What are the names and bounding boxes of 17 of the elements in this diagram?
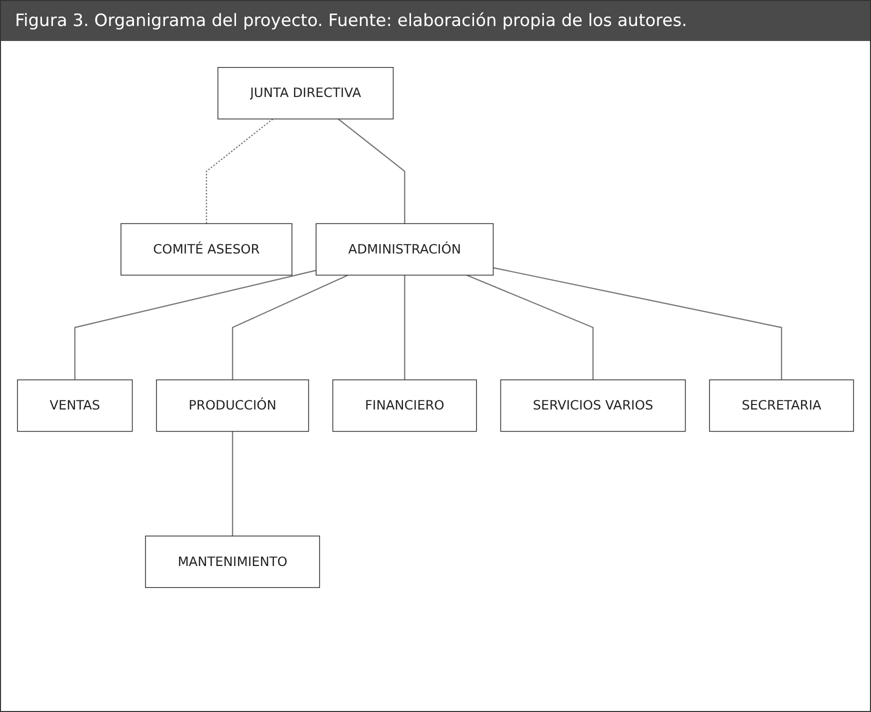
node-box: VENTAS [17,379,133,432]
node-box: COMITÉ ASESOR [120,223,292,276]
connector [232,431,234,536]
node-box: PRODUCCIÓN [156,379,310,432]
node-box: MANTENIMIENTO [145,536,320,588]
node-box: SERVICIOS VARIOS [500,379,686,432]
connector [206,118,274,224]
connector [232,274,348,380]
node-box: SECRETARIA [709,379,854,432]
figure-caption: Figura 3. Organigrama del proyecto. Fuente: elaboración propia de los autores. [1,1,870,41]
connector [404,275,406,380]
node-box: FINANCIERO [332,379,477,432]
connector [338,118,406,224]
connector [493,267,782,380]
connector [74,270,316,380]
connector [466,274,594,380]
node-box: ADMINISTRACIÓN [316,223,494,276]
